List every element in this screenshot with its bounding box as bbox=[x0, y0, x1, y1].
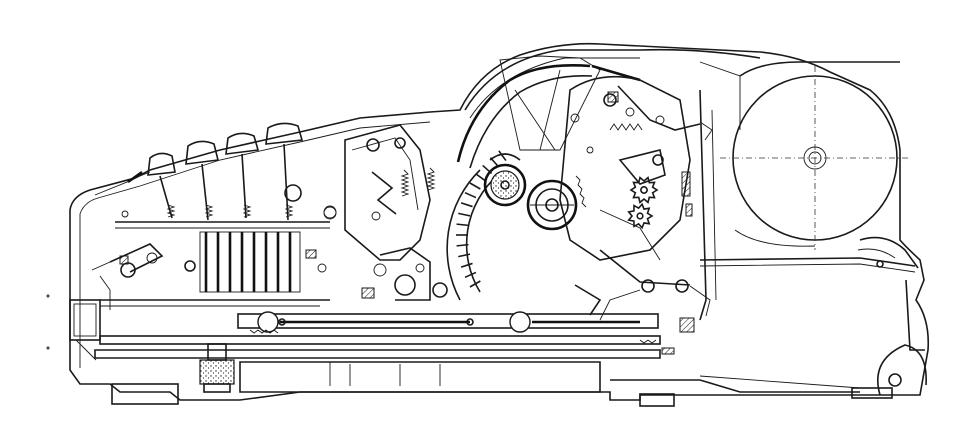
right-frame bbox=[689, 89, 925, 351]
detail-parts bbox=[46, 249, 675, 355]
paper-guide bbox=[456, 55, 641, 169]
central-frame bbox=[323, 124, 448, 301]
sector-tooth bbox=[464, 271, 477, 279]
sector-tooth bbox=[475, 173, 487, 182]
sector-tooth bbox=[456, 223, 469, 227]
sector-tooth bbox=[458, 253, 471, 258]
front-foot bbox=[69, 299, 101, 361]
toothed-sector bbox=[446, 150, 507, 301]
gear-lower bbox=[627, 202, 654, 230]
base-gear-stack bbox=[199, 343, 235, 393]
sector-tooth bbox=[456, 243, 469, 247]
print-mechanism bbox=[559, 75, 701, 321]
sector-tooth bbox=[458, 212, 471, 217]
shaft-upper bbox=[237, 311, 659, 333]
gear-teeth bbox=[627, 202, 654, 230]
sector-tooth bbox=[469, 182, 481, 190]
key-cap-3 bbox=[225, 132, 260, 155]
key-cap-2 bbox=[185, 140, 219, 165]
gear-upper bbox=[629, 176, 659, 204]
gear-hub bbox=[640, 186, 648, 194]
key-columns bbox=[199, 231, 301, 293]
key-cap-1 bbox=[147, 152, 176, 176]
outer-housing bbox=[69, 42, 930, 407]
base-carriage bbox=[94, 311, 861, 393]
ink-roller bbox=[483, 153, 527, 207]
key-cap-4 bbox=[265, 122, 304, 145]
sector-tooth bbox=[460, 262, 473, 268]
keyboard bbox=[91, 122, 337, 310]
gear-hub bbox=[636, 212, 644, 220]
sector-tooth bbox=[469, 280, 481, 288]
sector-tooth bbox=[464, 191, 477, 199]
sector-tooth bbox=[460, 202, 473, 208]
gear-teeth bbox=[629, 176, 659, 204]
paper-roll bbox=[699, 61, 910, 250]
main-roller bbox=[526, 179, 578, 231]
sector-tooth bbox=[498, 150, 507, 162]
